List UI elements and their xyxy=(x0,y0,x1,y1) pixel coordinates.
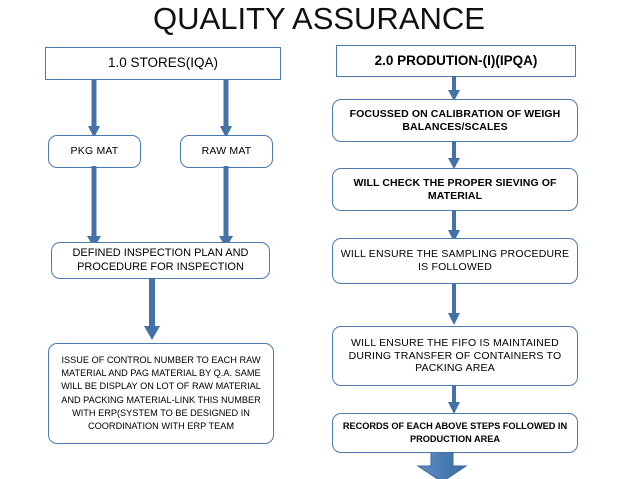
node-defined-inspection-plan-label: DEFINED INSPECTION PLAN AND PROCEDURE FO… xyxy=(72,247,249,273)
right-connector-5 xyxy=(334,385,594,417)
node-pkg-mat-label: PKG MAT xyxy=(70,145,119,158)
node-proper-sieving[interactable]: WILL CHECK THE PROPER SIEVING OF MATERIA… xyxy=(332,168,578,211)
right-connector-4 xyxy=(334,283,594,328)
node-defined-inspection-plan[interactable]: DEFINED INSPECTION PLAN AND PROCEDURE FO… xyxy=(51,242,270,279)
left-connector-to-control-number xyxy=(0,278,300,344)
down-block-arrow-icon xyxy=(412,451,472,479)
left-header-box[interactable]: 1.0 STORES(IQA) xyxy=(45,47,281,80)
node-fifo-maintained-label: WILL ENSURE THE FIFO IS MAINTAINED DURIN… xyxy=(348,336,562,375)
node-pkg-mat[interactable]: PKG MAT xyxy=(48,135,141,168)
node-records-production-area[interactable]: RECORDS OF EACH ABOVE STEPS FOLLOWED IN … xyxy=(332,413,578,453)
node-sampling-procedure-label: WILL ENSURE THE SAMPLING PROCEDURE IS FO… xyxy=(340,248,570,273)
right-connector-3 xyxy=(334,210,594,245)
node-focussed-calibration[interactable]: FOCUSSED ON CALIBRATION OF WEIGH BALANCE… xyxy=(332,99,578,142)
node-sampling-procedure[interactable]: WILL ENSURE THE SAMPLING PROCEDURE IS FO… xyxy=(332,238,578,284)
node-fifo-maintained[interactable]: WILL ENSURE THE FIFO IS MAINTAINED DURIN… xyxy=(332,326,578,386)
node-focussed-calibration-label: FOCUSSED ON CALIBRATION OF WEIGH BALANCE… xyxy=(349,107,561,133)
left-header-label: 1.0 STORES(IQA) xyxy=(107,55,219,71)
node-records-production-area-label: RECORDS OF EACH ABOVE STEPS FOLLOWED IN … xyxy=(342,421,568,444)
right-header-label: 2.0 PRODUTION-(I)(IPQA) xyxy=(374,52,538,68)
left-merge-connector xyxy=(0,166,300,254)
right-header-box[interactable]: 2.0 PRODUTION-(I)(IPQA) xyxy=(336,45,576,77)
right-connector-2 xyxy=(334,141,594,172)
left-split-connector xyxy=(0,78,300,142)
node-raw-mat-label: RAW MAT xyxy=(201,145,252,158)
node-raw-mat[interactable]: RAW MAT xyxy=(180,135,273,168)
node-issue-control-number-label: ISSUE OF CONTROL NUMBER TO EACH RAW MATE… xyxy=(61,355,261,431)
node-proper-sieving-label: WILL CHECK THE PROPER SIEVING OF MATERIA… xyxy=(353,176,557,202)
right-connector-1 xyxy=(334,76,594,104)
node-issue-control-number[interactable]: ISSUE OF CONTROL NUMBER TO EACH RAW MATE… xyxy=(48,343,274,444)
page-title: QUALITY ASSURANCE xyxy=(153,1,485,36)
